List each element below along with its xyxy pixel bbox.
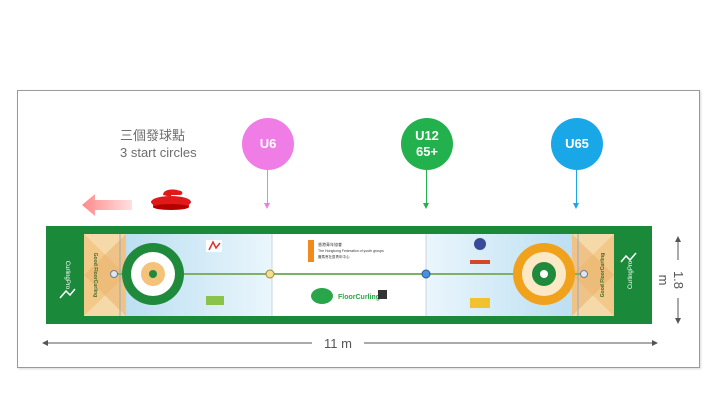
center-text-3: 賽馬會社區青年中心	[318, 254, 350, 259]
width-dimension-label: 1.8 m	[656, 270, 686, 290]
start-point-u6-arrow-icon	[264, 203, 270, 209]
vertical-right-text: Good FloorCurling	[600, 253, 606, 297]
start-circle-u6	[110, 270, 118, 278]
vertical-left-text: Good FloorCurling	[92, 253, 98, 297]
start-point-label: U65	[565, 136, 589, 151]
brand-right-text: CurlingPro	[628, 260, 634, 289]
start-point-u65-marker: U65	[551, 118, 603, 170]
curling-stone-icon	[151, 189, 191, 210]
direction-arrow-icon	[82, 194, 132, 216]
caption-chinese: 三個發球點	[120, 128, 186, 143]
qr-code-icon	[378, 290, 387, 299]
start-point-u65-line	[576, 170, 577, 204]
start-point-u65-arrow-icon	[573, 203, 579, 209]
start-point-u12-arrow-icon	[423, 203, 429, 209]
length-dimension-label: 11 m	[324, 336, 352, 351]
curler-left-icon	[59, 288, 76, 299]
house-right	[513, 243, 575, 305]
caption-english: 3 start circles	[120, 145, 197, 160]
start-point-u12-marker: U12 65+	[401, 118, 453, 170]
floor-curling-mat: CurlingPro CurlingPro Good FloorCurling …	[46, 226, 652, 324]
house-left	[122, 243, 184, 305]
start-point-label: U6	[259, 136, 277, 151]
hog-marker-right	[580, 270, 588, 278]
width-dimension-line	[675, 236, 681, 324]
start-circle-u65	[421, 269, 431, 279]
start-point-label: 65+	[415, 144, 439, 159]
start-point-u6-marker: U6	[242, 118, 294, 170]
start-circle-u12	[265, 269, 275, 279]
floorcurling-logo-text: FloorCurling	[338, 294, 380, 301]
center-text-1: 香港青年協會	[318, 241, 342, 247]
start-point-label: U12	[415, 128, 439, 143]
brand-left-text: CurlingPro	[64, 261, 70, 290]
start-point-u12-line	[426, 170, 427, 204]
floorcurling-logo-icon	[311, 288, 333, 304]
length-dimension-line	[42, 340, 658, 346]
center-logo-mark	[308, 240, 314, 262]
center-text-2: The Hongkong Federation of youth groups	[318, 249, 384, 253]
logo-left	[206, 240, 224, 305]
start-point-u6-line	[267, 170, 268, 204]
curler-right-icon	[620, 252, 637, 263]
logo-right	[470, 238, 490, 308]
